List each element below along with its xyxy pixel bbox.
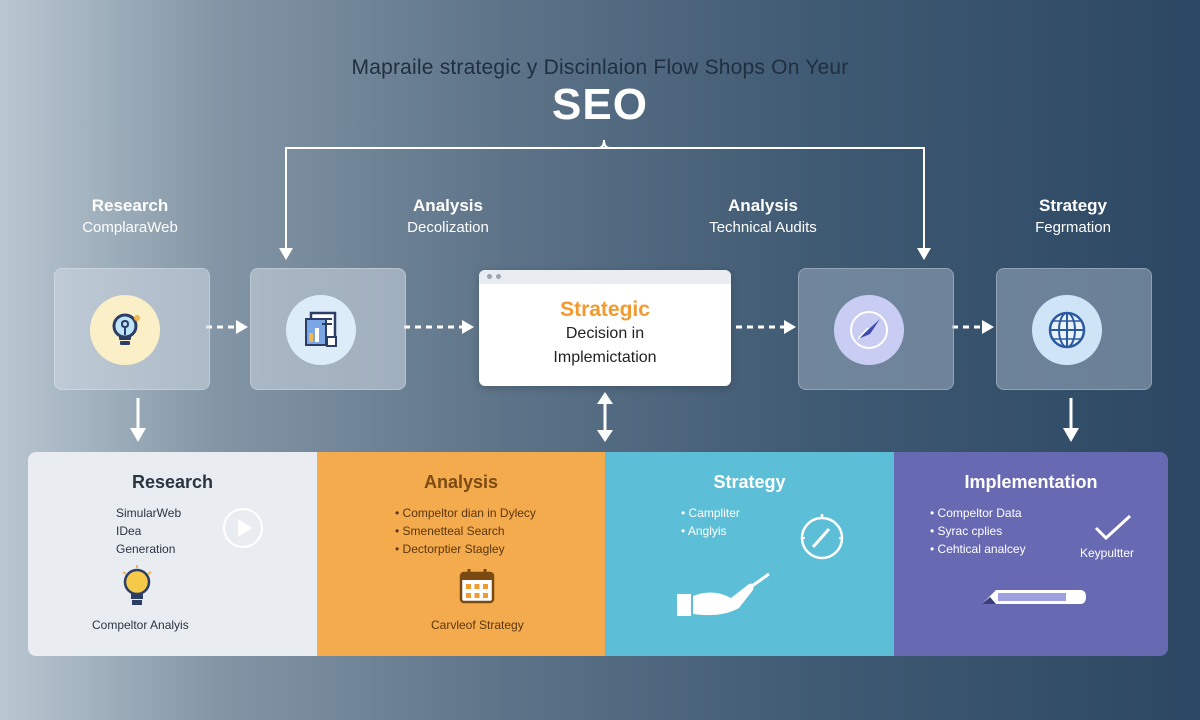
diagram-title: SEO — [552, 80, 648, 129]
step-card-analysis[interactable] — [250, 268, 406, 390]
center-card-line-1: Decision in — [565, 325, 645, 342]
panel-caption: Keypultter — [1080, 546, 1135, 560]
list-item: • Campliter — [681, 506, 740, 520]
column-label-strategy: Strategy Fegrmation — [953, 195, 1193, 239]
column-title: Analysis — [413, 196, 483, 215]
panel-caption: Compeltor Analyis — [92, 618, 189, 632]
checkmark-icon — [1094, 514, 1132, 541]
panel-list: • Campliter • Anglyis — [681, 504, 740, 540]
hand-pen-icon — [677, 572, 770, 616]
dash-arrowhead-1 — [236, 320, 248, 334]
column-subtitle: Decolization — [407, 219, 489, 236]
center-card-title: Strategic — [560, 298, 650, 321]
list-item: • Compeltor dian in Dylecy — [395, 506, 536, 520]
document-chart-icon — [286, 295, 356, 365]
lightbulb-icon — [90, 295, 160, 365]
panel-title: Research — [131, 472, 214, 492]
column-subtitle: ComplaraWeb — [82, 219, 178, 236]
window-titlebar — [479, 270, 731, 284]
dash-arrowhead-2 — [462, 320, 474, 334]
column-subtitle: Technical Audits — [709, 219, 817, 236]
panel-title: Strategy — [713, 472, 786, 492]
step-card-strategy[interactable] — [996, 268, 1152, 390]
column-label-research: Research ComplaraWeb — [10, 195, 250, 239]
step-card-research[interactable] — [54, 268, 210, 390]
step-card-technical-audits[interactable] — [798, 268, 954, 390]
list-item: • Anglyis — [681, 524, 727, 538]
panel-list: • Compeltor dian in Dylecy • Smenetteal … — [395, 504, 536, 558]
column-title: Strategy — [1038, 196, 1108, 215]
column-label-analysis-2: Analysis Technical Audits — [643, 195, 883, 239]
panel-research[interactable]: Research SimularWeb IDea Generation Comp… — [28, 452, 317, 656]
play-icon — [223, 508, 263, 548]
dash-arrowhead-4 — [982, 320, 994, 334]
bracket-left-arrowhead — [279, 248, 293, 260]
panel-title: Analysis — [423, 472, 499, 492]
dash-arrowhead-3 — [784, 320, 796, 334]
panel-strategy[interactable]: Strategy • Campliter • Anglyis — [605, 452, 894, 656]
panel-list: SimularWeb IDea Generation — [116, 504, 181, 558]
column-label-analysis-1: Analysis Decolization — [328, 195, 568, 239]
gauge-icon — [800, 514, 844, 560]
diagram-subtitle: Mapraile strategic y Discinlaion Flow Sh… — [351, 56, 849, 79]
column-subtitle: Fegrmation — [1035, 219, 1111, 236]
panel-list: • Compeltor Data • Syrac cplies • Cehtic… — [930, 504, 1026, 558]
list-item: • Cehtical analcey — [930, 542, 1026, 556]
panel-analysis[interactable]: Analysis • Compeltor dian in Dylecy • Sm… — [317, 452, 605, 656]
panel-caption: Carvleof Strategy — [431, 618, 524, 632]
compass-icon — [834, 295, 904, 365]
bracket-right-arrowhead — [917, 248, 931, 260]
strategic-decision-card[interactable]: Strategic Decision in Implemictation — [479, 270, 731, 386]
list-item: • Smenetteal Search — [395, 524, 505, 538]
column-title: Analysis — [728, 196, 798, 215]
globe-icon — [1032, 295, 1102, 365]
center-card-line-2: Implemictation — [553, 349, 657, 366]
calendar-icon — [459, 569, 495, 604]
column-title: Research — [91, 196, 169, 215]
list-item: • Compeltor Data — [930, 506, 1022, 520]
list-item: SimularWeb — [116, 506, 182, 520]
list-item: Generation — [116, 542, 176, 556]
list-item: • Dectorptier Stagley — [395, 542, 505, 556]
pencil-icon — [982, 590, 1086, 604]
panel-title: Implementation — [964, 472, 1098, 492]
list-item: IDea — [116, 524, 142, 538]
lightbulb-icon — [122, 565, 152, 605]
panel-implementation[interactable]: Implementation • Compeltor Data • Syrac … — [894, 452, 1168, 656]
list-item: • Syrac cplies — [930, 524, 1003, 538]
